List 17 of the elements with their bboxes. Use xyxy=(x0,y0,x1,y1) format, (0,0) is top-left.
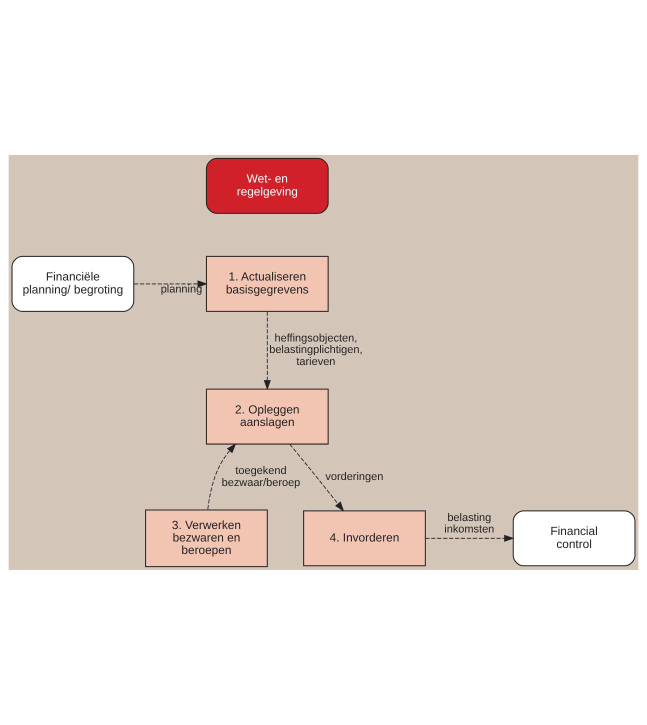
node-box: Financial control xyxy=(512,510,636,566)
arrow xyxy=(207,443,236,510)
edge-label: heffingsobjecten, belastingplichtigen, tarieven xyxy=(269,332,363,368)
node-box: 4. Invorderen xyxy=(303,510,426,566)
node-box: Financiële planning/ begroting xyxy=(12,256,134,312)
edge-label: planning xyxy=(160,284,202,296)
node-box: 1. Actualiseren basisgegrevens xyxy=(206,256,329,312)
arrow xyxy=(264,311,271,390)
node-box: 2. Opleggen aanslagen xyxy=(206,388,329,445)
arrow xyxy=(289,444,344,512)
arrow xyxy=(424,534,514,542)
edge-label: vorderingen xyxy=(325,470,384,483)
arrow xyxy=(134,280,208,288)
edge-label: toegekend bezwaar/beroep xyxy=(222,464,300,489)
edge-label: belasting inkomsten xyxy=(444,512,494,536)
node-box: Wet- en regelgeving xyxy=(206,158,329,214)
node-box: 3. Verwerken bezwaren en beroepen xyxy=(145,509,268,568)
